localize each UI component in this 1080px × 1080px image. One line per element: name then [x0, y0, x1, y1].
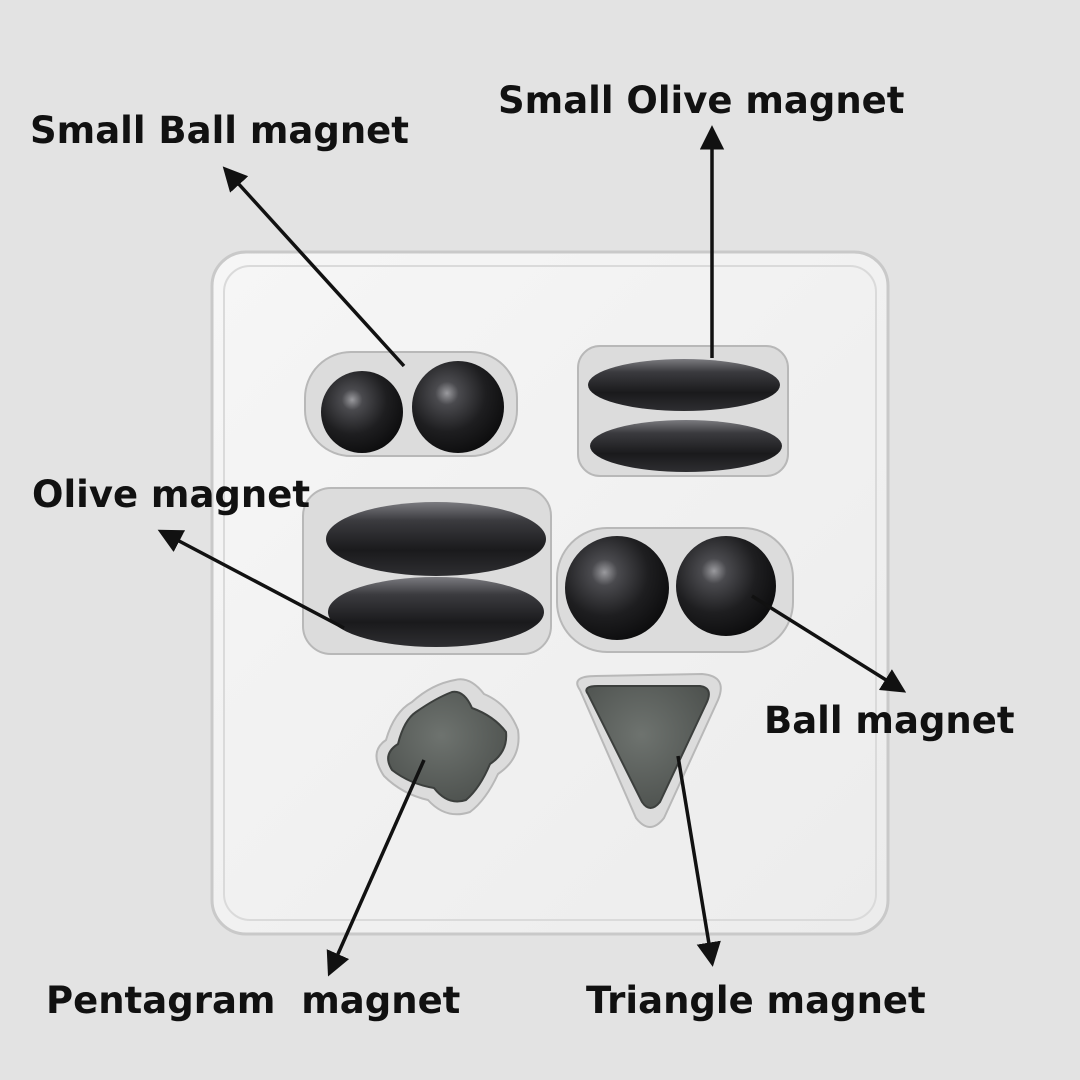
arrow-triangle	[676, 755, 721, 967]
label-small-ball-magnet: Small Ball magnet	[30, 109, 409, 152]
label-ball-magnet: Ball magnet	[764, 699, 1015, 742]
label-pentagram-magnet: Pentagram magnet	[46, 979, 461, 1022]
arrow-olive	[157, 529, 345, 630]
arrow-ball	[751, 594, 907, 693]
triangle-magnet	[576, 672, 722, 828]
olive-magnets	[302, 487, 552, 655]
small-ball-magnets	[304, 351, 518, 457]
label-small-olive-magnet: Small Olive magnet	[498, 79, 905, 122]
arrow-small-ball	[222, 166, 406, 368]
ball-magnets	[556, 527, 794, 653]
annotation-arrows	[157, 125, 907, 977]
label-olive-magnet: Olive magnet	[32, 473, 311, 516]
small-olive-magnets	[577, 345, 789, 477]
arrow-pentagram	[326, 759, 426, 977]
label-triangle-magnet: Triangle magnet	[586, 979, 926, 1022]
